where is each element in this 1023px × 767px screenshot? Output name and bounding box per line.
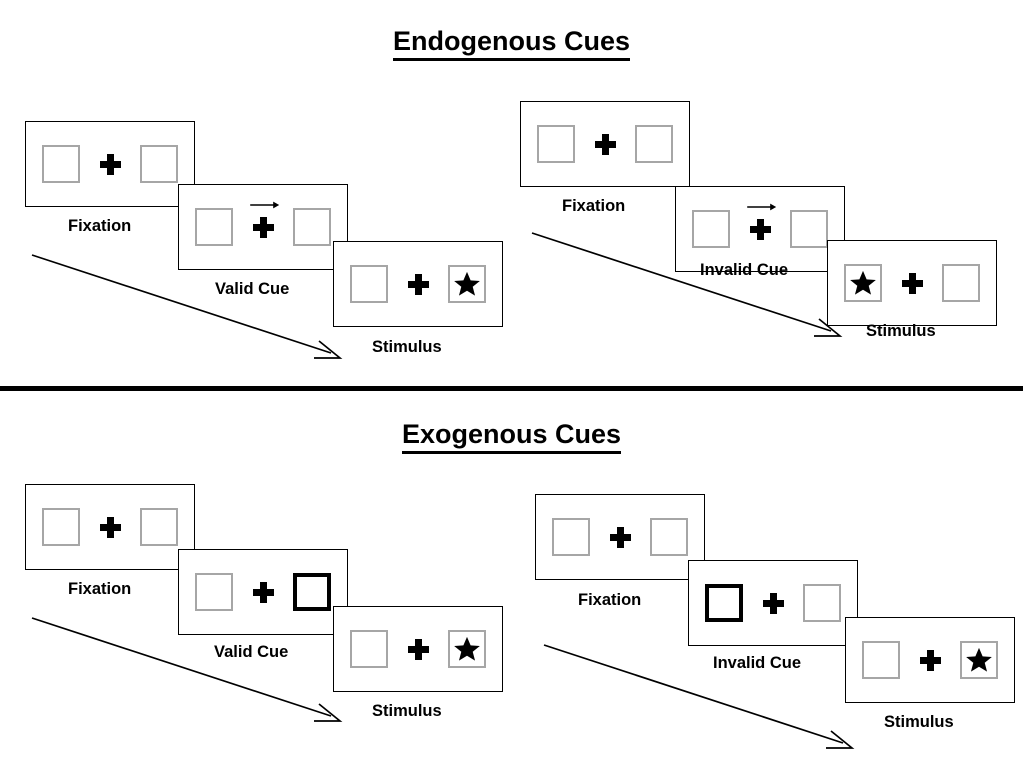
placeholder-box-left[interactable] bbox=[350, 265, 388, 303]
star-icon bbox=[454, 636, 480, 661]
placeholder-box-right[interactable] bbox=[942, 264, 980, 302]
arrow-right-icon bbox=[747, 203, 777, 210]
plus-icon bbox=[407, 638, 429, 660]
panel-exogenous-valid-cue[interactable] bbox=[178, 549, 348, 635]
panel-endogenous-valid-stimulus[interactable] bbox=[333, 241, 503, 327]
fixation-cross-wrap bbox=[747, 203, 777, 240]
plus-icon bbox=[919, 649, 941, 671]
plus-icon bbox=[594, 133, 616, 155]
panel-exogenous-invalid-stimulus[interactable] bbox=[845, 617, 1015, 703]
panel-label-fixation: Fixation bbox=[68, 217, 132, 235]
fixation-cross-wrap bbox=[608, 526, 632, 548]
placeholder-box-left[interactable] bbox=[195, 573, 233, 611]
plus-icon bbox=[252, 581, 274, 603]
placeholder-box-right[interactable] bbox=[140, 508, 178, 546]
panel-exogenous-valid-stimulus[interactable] bbox=[333, 606, 503, 692]
placeholder-box-left[interactable] bbox=[42, 145, 80, 183]
target-box-right[interactable] bbox=[448, 630, 486, 668]
plus-icon bbox=[407, 273, 429, 295]
plus-icon bbox=[901, 272, 923, 294]
fixation-cross-wrap bbox=[918, 649, 942, 671]
fixation-cross-wrap bbox=[761, 592, 785, 614]
star-icon bbox=[966, 647, 992, 672]
panel-label-invalid-cue: Invalid Cue bbox=[713, 654, 802, 672]
fixation-cross-wrap bbox=[593, 133, 617, 155]
panel-label-invalid-cue: Invalid Cue bbox=[700, 261, 789, 279]
star-icon bbox=[454, 271, 480, 296]
section-title-endogenous-text: Endogenous Cues bbox=[392, 26, 630, 61]
section-title-endogenous: Endogenous Cues bbox=[0, 26, 1023, 61]
target-box-right[interactable] bbox=[960, 641, 998, 679]
star-icon bbox=[850, 270, 876, 295]
section-title-exogenous: Exogenous Cues bbox=[0, 419, 1023, 454]
fixation-cross-wrap bbox=[406, 638, 430, 660]
fixation-cross-wrap bbox=[900, 272, 924, 294]
panel-label-fixation: Fixation bbox=[562, 197, 626, 215]
placeholder-box-right[interactable] bbox=[650, 518, 688, 556]
plus-icon bbox=[99, 516, 121, 538]
panel-label-stimulus: Stimulus bbox=[372, 702, 442, 720]
placeholder-box-left[interactable] bbox=[537, 125, 575, 163]
panel-label-valid-cue: Valid Cue bbox=[215, 280, 290, 298]
arrow-right-icon bbox=[250, 201, 280, 208]
panel-endogenous-valid-cue[interactable] bbox=[178, 184, 348, 270]
panel-exogenous-invalid-cue[interactable] bbox=[688, 560, 858, 646]
fixation-cross-wrap bbox=[251, 581, 275, 603]
placeholder-box-left[interactable] bbox=[862, 641, 900, 679]
panel-label-valid-cue: Valid Cue bbox=[214, 643, 289, 661]
fixation-cross-wrap bbox=[98, 516, 122, 538]
plus-icon bbox=[749, 218, 771, 240]
panel-endogenous-valid-fixation[interactable] bbox=[25, 121, 195, 207]
fixation-cross-wrap bbox=[406, 273, 430, 295]
fixation-cross-wrap bbox=[98, 153, 122, 175]
placeholder-box-left[interactable] bbox=[195, 208, 233, 246]
plus-icon bbox=[252, 216, 274, 238]
panel-endogenous-invalid-cue[interactable] bbox=[675, 186, 845, 272]
diagonal-arrow-icon bbox=[543, 644, 855, 749]
cued-box-left[interactable] bbox=[705, 584, 743, 622]
panel-label-stimulus: Stimulus bbox=[884, 713, 954, 731]
panel-endogenous-invalid-fixation[interactable] bbox=[520, 101, 690, 187]
section-title-exogenous-text: Exogenous Cues bbox=[401, 419, 622, 454]
placeholder-box-right[interactable] bbox=[293, 208, 331, 246]
section-divider bbox=[0, 386, 1023, 391]
placeholder-box-right[interactable] bbox=[635, 125, 673, 163]
panel-exogenous-invalid-fixation[interactable] bbox=[535, 494, 705, 580]
panel-label-stimulus: Stimulus bbox=[372, 338, 442, 356]
placeholder-box-right[interactable] bbox=[803, 584, 841, 622]
target-box-left[interactable] bbox=[844, 264, 882, 302]
panel-label-stimulus: Stimulus bbox=[866, 322, 936, 340]
placeholder-box-right[interactable] bbox=[790, 210, 828, 248]
placeholder-box-left[interactable] bbox=[42, 508, 80, 546]
placeholder-box-left[interactable] bbox=[552, 518, 590, 556]
plus-icon bbox=[99, 153, 121, 175]
panel-label-fixation: Fixation bbox=[578, 591, 642, 609]
cued-box-right[interactable] bbox=[293, 573, 331, 611]
placeholder-box-right[interactable] bbox=[140, 145, 178, 183]
panel-exogenous-valid-fixation[interactable] bbox=[25, 484, 195, 570]
target-box-right[interactable] bbox=[448, 265, 486, 303]
panel-endogenous-invalid-stimulus[interactable] bbox=[827, 240, 997, 326]
placeholder-box-left[interactable] bbox=[350, 630, 388, 668]
plus-icon bbox=[609, 526, 631, 548]
panel-label-fixation: Fixation bbox=[68, 580, 132, 598]
placeholder-box-left[interactable] bbox=[692, 210, 730, 248]
plus-icon bbox=[762, 592, 784, 614]
fixation-cross-wrap bbox=[250, 201, 280, 238]
